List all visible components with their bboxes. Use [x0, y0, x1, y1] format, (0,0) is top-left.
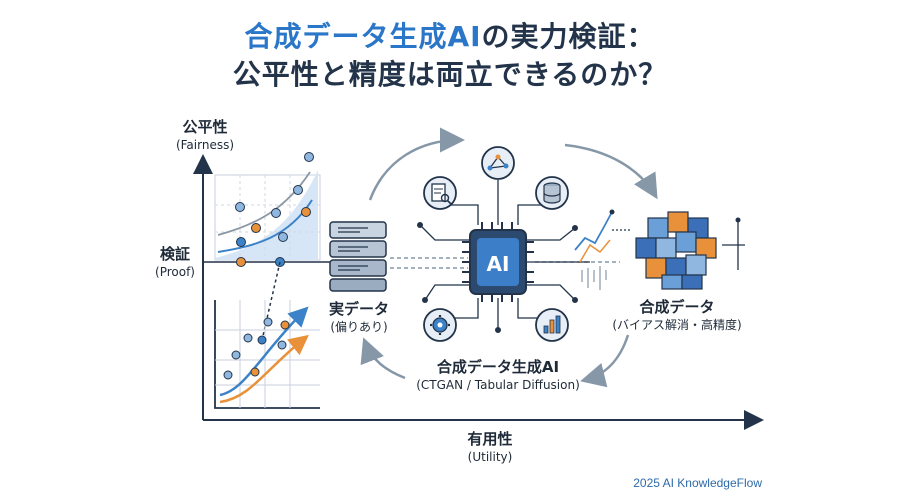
- footer-credit: 2025 AI KnowledgeFlow: [633, 476, 762, 490]
- database-icon: [535, 176, 569, 210]
- data-point: [271, 208, 281, 218]
- trend-mini-chart: [574, 209, 630, 290]
- network-icon: [481, 146, 515, 180]
- synthetic-data-cubes-icon: [635, 211, 745, 290]
- data-point: [257, 335, 267, 345]
- title-rest: の実力検証：: [481, 20, 656, 53]
- y-axis-label: 公平性 (Fairness): [150, 118, 260, 153]
- x-axis-title: 有用性: [467, 430, 513, 448]
- data-point: [278, 232, 288, 242]
- real-data-title: 実データ: [328, 300, 389, 318]
- data-point: [236, 257, 246, 267]
- proof-title: 検証: [159, 245, 190, 263]
- proof-label: 検証 (Proof): [140, 245, 210, 280]
- x-axis-label: 有用性 (Utility): [435, 430, 545, 465]
- data-point: [304, 152, 314, 162]
- data-point: [251, 223, 261, 233]
- ai-chip-icon: AI: [462, 222, 534, 302]
- generator-label: 合成データ生成AI (CTGAN / Tabular Diffusion): [390, 358, 606, 393]
- chip-label: AI: [487, 252, 510, 276]
- data-point: [280, 320, 290, 330]
- data-point: [231, 350, 241, 360]
- data-point: [235, 202, 245, 212]
- page-title: 合成データ生成AIの実力検証： 公平性と精度は両立できるのか？: [0, 18, 900, 94]
- title-highlight: 合成データ生成AI: [244, 20, 482, 53]
- proof-subtitle: (Proof): [155, 265, 195, 279]
- data-point: [243, 333, 253, 343]
- x-axis-subtitle: (Utility): [467, 450, 513, 464]
- y-axis-title: 公平性: [182, 118, 228, 136]
- synthetic-data-label: 合成データ (バイアス解消・高精度): [592, 298, 762, 333]
- data-point: [223, 370, 233, 380]
- fairness-mini-chart: [214, 152, 321, 267]
- synthetic-data-subtitle: (バイアス解消・高精度): [612, 318, 742, 332]
- document-search-icon: [423, 176, 457, 210]
- data-point: [236, 237, 246, 247]
- main-axes: [193, 154, 764, 430]
- real-data-subtitle: (偏りあり): [330, 320, 388, 334]
- data-point: [250, 367, 260, 377]
- title-line2: 公平性と精度は両立できるのか？: [232, 58, 668, 91]
- data-point: [293, 185, 303, 195]
- bar-chart-icon: [535, 308, 569, 342]
- cycle-arrows: [360, 127, 658, 388]
- real-data-label: 実データ (偏りあり): [318, 300, 400, 335]
- gear-icon: [423, 308, 457, 342]
- data-point: [301, 207, 311, 217]
- data-point: [263, 317, 273, 327]
- synthetic-data-title: 合成データ: [639, 298, 715, 316]
- y-axis-subtitle: (Fairness): [175, 138, 235, 152]
- data-point: [277, 340, 287, 350]
- generator-title: 合成データ生成AI: [436, 358, 560, 376]
- generator-subtitle: (CTGAN / Tabular Diffusion): [416, 378, 580, 392]
- utility-mini-chart: [214, 300, 320, 409]
- real-data-server-icon: [329, 221, 387, 292]
